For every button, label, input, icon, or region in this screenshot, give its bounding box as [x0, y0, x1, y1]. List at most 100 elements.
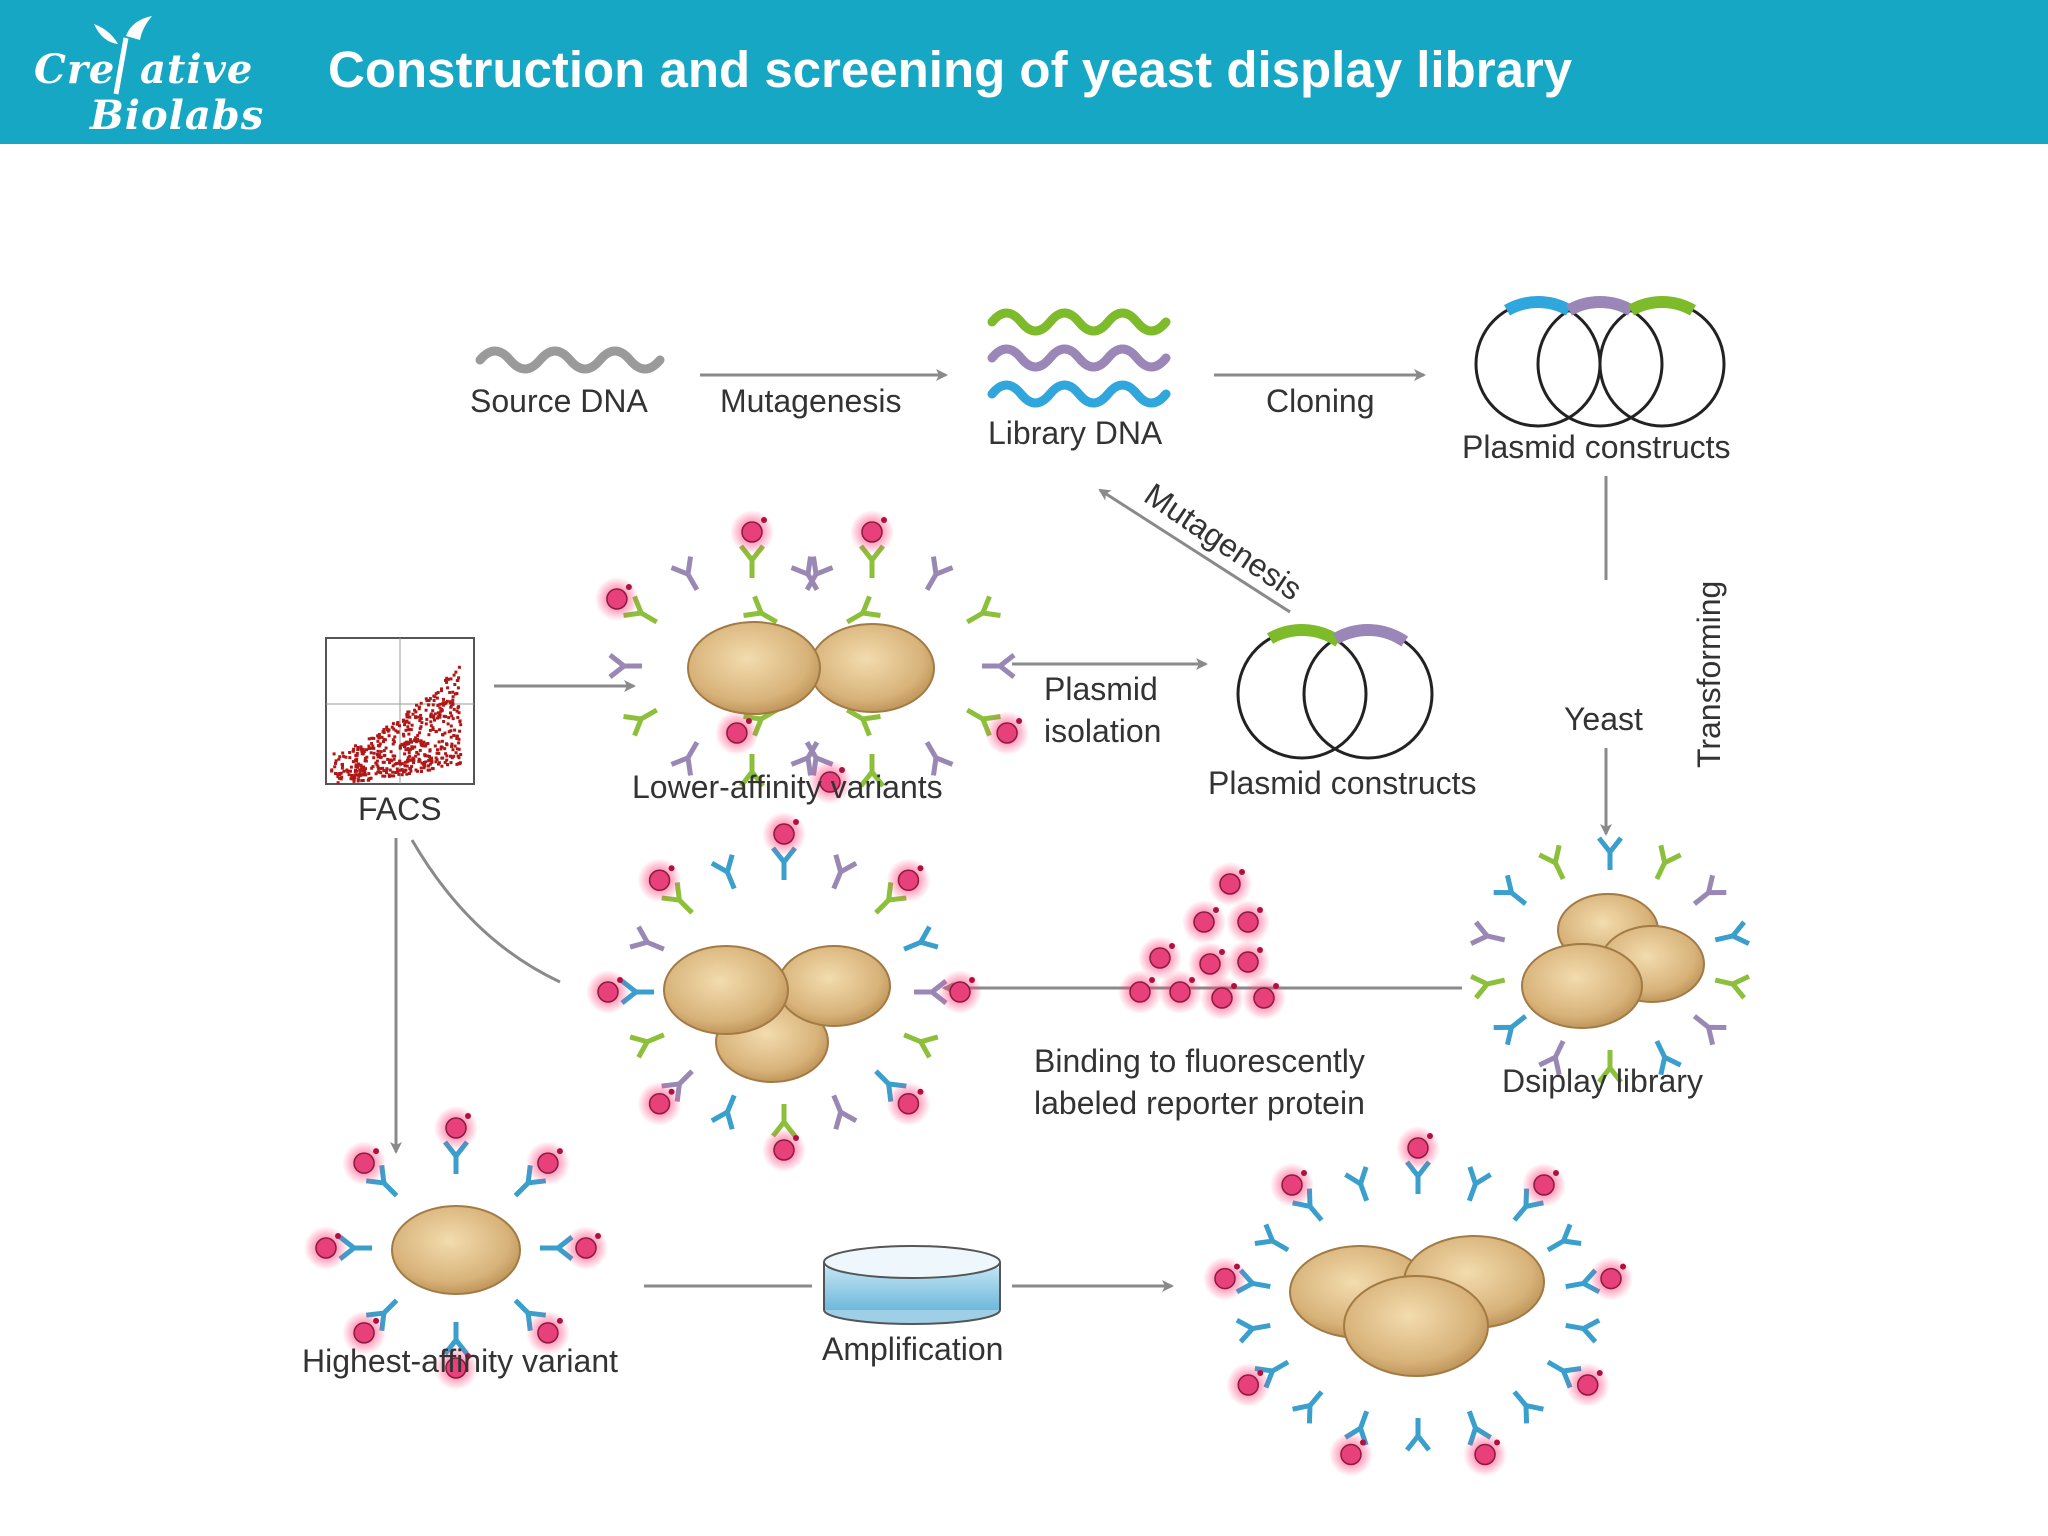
facs-dot — [330, 769, 334, 773]
facs-dot — [444, 752, 448, 756]
facs-dot — [354, 765, 358, 769]
facs-dot — [414, 715, 418, 719]
antibody-arm — [1608, 836, 1623, 854]
facs-dot — [374, 772, 378, 776]
facs-dot — [333, 765, 337, 769]
antibody-arm — [632, 718, 644, 737]
antibody-arm — [1538, 1055, 1557, 1068]
facs-dot — [446, 722, 450, 726]
facs-dot — [448, 691, 452, 694]
label-plasmid-1: Plasmid — [1044, 671, 1158, 707]
antibody-stem — [1252, 1322, 1271, 1332]
facs-dot — [348, 756, 352, 760]
antibody-stem — [1654, 861, 1667, 880]
antibody-arm — [1706, 874, 1716, 894]
antibody — [739, 754, 765, 788]
facs-dot — [419, 741, 423, 745]
facs-dot — [449, 724, 453, 728]
reporter-tag — [793, 1135, 799, 1141]
facs-dot — [406, 756, 410, 760]
bound-reporter — [1600, 1267, 1622, 1290]
antibody-stem — [513, 1181, 530, 1198]
reporter-tag — [917, 1088, 924, 1095]
antibody — [1235, 1317, 1271, 1344]
reporter-tag — [745, 718, 752, 724]
facs-dot — [391, 764, 395, 768]
label-cloning: Cloning — [1266, 383, 1375, 419]
facs-dot — [356, 746, 360, 749]
facs-dot — [413, 708, 417, 712]
facs-dot — [451, 698, 455, 702]
facs-dot — [429, 720, 433, 724]
antibody-arm — [1358, 1166, 1369, 1185]
free-reporter-protein — [1149, 947, 1171, 969]
reporter-tag — [465, 1113, 471, 1119]
library-dna-wave-purple — [987, 344, 1171, 372]
antibody-arm — [1708, 890, 1727, 896]
facs-dot — [405, 772, 409, 776]
facs-dot — [410, 745, 414, 749]
antibody-arm — [1469, 933, 1489, 946]
antibody-stem — [1466, 1182, 1478, 1202]
antibody-stem — [1553, 861, 1566, 880]
facs-dot — [441, 756, 445, 760]
facs-dot — [342, 754, 346, 758]
facs-dot — [394, 729, 398, 733]
reporter-tag — [1239, 869, 1245, 875]
antibody-stem — [966, 610, 985, 625]
facs-dot — [456, 762, 460, 766]
facs-dot — [442, 703, 446, 707]
flow-arrows — [390, 369, 1612, 1292]
facs-dot — [354, 763, 358, 767]
antibody-arm — [833, 1111, 844, 1130]
logo-text-ative: ative — [140, 46, 254, 93]
reporter-tag — [1257, 947, 1263, 953]
facs-dot — [393, 754, 397, 758]
facs-dot — [451, 748, 455, 752]
facs-dot — [385, 725, 389, 729]
antibody-arm — [1474, 982, 1490, 1000]
antibody — [1597, 1050, 1623, 1084]
antibody-stem — [1512, 1204, 1528, 1222]
antibody-arm — [710, 1109, 729, 1124]
facs-dot — [337, 776, 341, 780]
antibody-stem — [924, 572, 939, 592]
facs-dot — [344, 755, 348, 759]
facs-dot — [379, 767, 382, 770]
antibody-stem — [1358, 1410, 1370, 1430]
antibody — [670, 556, 700, 592]
bound-reporter — [1340, 1443, 1362, 1466]
antibody-arm — [920, 939, 939, 950]
facs-dot — [425, 699, 429, 703]
antibody-arm — [862, 713, 881, 722]
antibody — [1714, 920, 1751, 946]
facs-dot — [455, 734, 459, 738]
bound-reporter — [773, 823, 795, 845]
facs-dot — [382, 754, 386, 758]
facs-dot — [433, 744, 437, 748]
bound-reporter — [315, 1237, 337, 1259]
antibody — [710, 1094, 737, 1130]
facs-dot — [449, 729, 453, 733]
facs-dot — [430, 760, 434, 764]
facs-dot — [369, 776, 373, 780]
antibody-stem — [646, 1032, 665, 1045]
reporter-tag — [761, 517, 767, 523]
free-reporter-protein — [1193, 911, 1215, 933]
facs-dot — [395, 767, 399, 771]
facs-dot — [364, 773, 368, 777]
bound-reporter — [1407, 1137, 1429, 1159]
facs-dot — [392, 757, 396, 761]
antibody-stem — [759, 610, 778, 625]
antibody-arm — [815, 565, 834, 577]
facs-dot — [449, 705, 453, 709]
antibody — [710, 854, 737, 890]
facs-dot — [400, 768, 404, 772]
facs-dot — [449, 711, 452, 715]
facs-dot — [452, 754, 456, 758]
antibody-arm — [1706, 1026, 1716, 1046]
antibody-arm — [670, 565, 689, 577]
facs-dot — [445, 676, 449, 680]
facs-dot — [420, 770, 423, 773]
